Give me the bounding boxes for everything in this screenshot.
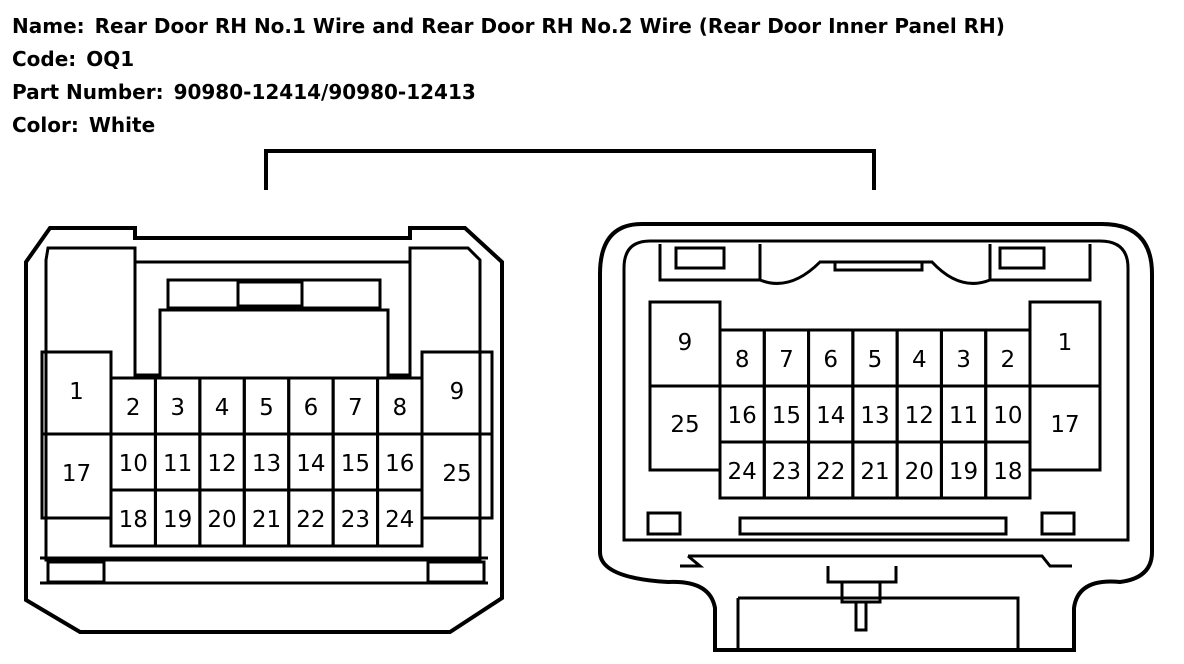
right-pin-label: 22 [816,459,845,485]
code-row: Code: OQ1 [12,43,1005,76]
left-pin-label: 19 [163,507,192,533]
left-pin-label: 12 [207,451,236,477]
code-label: Code: [12,47,77,71]
left-pin-label: 11 [163,451,192,477]
right-pin-label: 19 [949,459,978,485]
name-label: Name: [12,14,85,38]
color-label: Color: [12,113,79,137]
left-pin-label: 8 [392,395,407,421]
left-pin-label: 10 [119,451,148,477]
right-pin-label: 18 [993,459,1022,485]
left-pin-label: 25 [442,461,471,487]
code-value: OQ1 [86,47,135,71]
right-pin-label: 3 [956,347,971,373]
name-row: Name: Rear Door RH No.1 Wire and Rear Doo… [12,10,1005,43]
right-connector-pins [648,300,1102,500]
right-pin-label: 11 [949,403,978,429]
right-pin-label: 1 [1058,330,1073,356]
left-pin-label: 14 [296,451,325,477]
right-pin-cavity [984,440,1032,500]
left-pin-label: 22 [296,507,325,533]
right-pin-label: 7 [779,347,794,373]
part-number-value: 90980-12414/90980-12413 [173,80,476,104]
right-pin-label: 6 [823,347,838,373]
left-pin-label: 4 [215,395,230,421]
left-pin-label: 16 [385,451,414,477]
left-pin-label: 15 [341,451,370,477]
color-row: Color: White [12,109,1005,142]
right-pin-label: 8 [735,347,750,373]
right-pin-label: 10 [993,403,1022,429]
left-pin-label: 20 [207,507,236,533]
left-pin-label: 17 [62,461,91,487]
right-pin-label: 23 [772,459,801,485]
right-pin-label: 21 [860,459,889,485]
name-value: Rear Door RH No.1 Wire and Rear Door RH … [94,14,1005,38]
right-pin-label: 9 [678,330,693,356]
left-pin-label: 21 [252,507,281,533]
left-pin-label: 7 [348,395,363,421]
right-pin-label: 25 [670,412,699,438]
part-number-row: Part Number: 90980-12414/90980-12413 [12,76,1005,109]
right-connector-housing [598,222,1154,652]
right-pin-label: 4 [912,347,927,373]
left-pin-label: 5 [259,395,274,421]
right-pin-label: 2 [1001,347,1016,373]
right-pin-label: 20 [905,459,934,485]
color-value: White [88,113,156,137]
left-pin-label: 9 [450,379,465,405]
right-pin-label: 12 [905,403,934,429]
right-pin-label: 13 [860,403,889,429]
left-pin-label: 3 [170,395,185,421]
left-pin-label: 23 [341,507,370,533]
right-pin-label: 14 [816,403,845,429]
right-pin-label: 17 [1050,412,1079,438]
left-connector-housing [24,226,504,634]
connector-info: Name: Rear Door RH No.1 Wire and Rear Doo… [12,10,1005,142]
right-pin-label: 24 [728,459,757,485]
left-pin-label: 13 [252,451,281,477]
right-connector-labels: 9 25 1 17 8 7 6 5 4 3 2 16 15 14 13 12 11 10 24 23 22 21 20 19 1… [670,330,1079,485]
part-number-label: Part Number: [12,80,164,104]
left-pin-label: 24 [385,507,414,533]
left-pin-label: 2 [126,395,141,421]
right-pin-label: 15 [772,403,801,429]
left-connector-pins [40,350,494,548]
left-pin-label: 6 [304,395,319,421]
left-pin-label: 1 [69,379,84,405]
left-pin-cavity [376,488,424,548]
right-pin-label: 16 [728,403,757,429]
right-pin-label: 5 [868,347,883,373]
left-pin-label: 18 [119,507,148,533]
connector-bracket [264,149,876,190]
